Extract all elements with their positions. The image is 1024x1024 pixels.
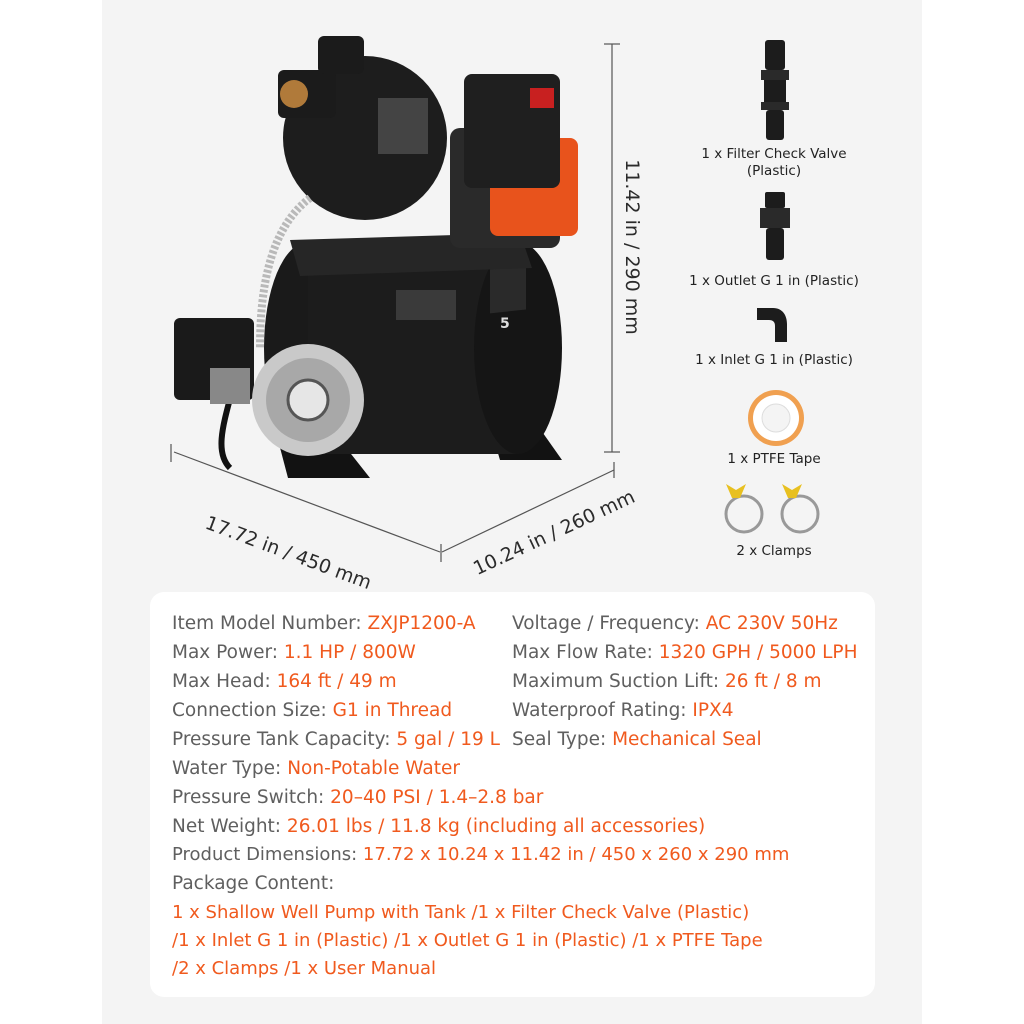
dimension-lines [170,43,620,562]
hose-clamp-icon [724,484,820,534]
spec-head: Max Head: 164 ft / 49 m [172,671,397,692]
inlet-elbow-icon [757,308,787,342]
outlet-fitting-icon [760,192,790,260]
spec-card: Item Model Number: ZXJP1200-A Max Power:… [150,592,875,997]
height-dimension-label: 11.42 in / 290 mm [621,159,643,335]
pump-illustration: 5 [174,36,578,478]
spec-model: Item Model Number: ZXJP1200-A [172,613,476,634]
package-line-1: 1 x Shallow Well Pump with Tank /1 x Fil… [172,902,750,923]
spec-water-type: Water Type: Non-Potable Water [172,758,460,779]
spec-flow-rate: Max Flow Rate: 1320 GPH / 5000 LPH [512,642,858,663]
accessory-label-ptfe-tape: 1 x PTFE Tape [727,451,821,467]
spec-pressure-switch: Pressure Switch: 20–40 PSI / 1.4–2.8 bar [172,787,544,808]
ptfe-tape-icon [748,390,804,446]
accessory-label-inlet: 1 x Inlet G 1 in (Plastic) [695,352,853,368]
spec-tank-capacity: Pressure Tank Capacity: 5 gal / 19 L [172,729,500,750]
spec-suction-lift: Maximum Suction Lift: 26 ft / 8 m [512,671,822,692]
accessory-label-outlet: 1 x Outlet G 1 in (Plastic) [689,273,859,289]
spec-power: Max Power: 1.1 HP / 800W [172,642,416,663]
svg-text:5: 5 [500,316,510,332]
package-content-title: Package Content: [172,873,335,894]
filter-check-valve-icon [761,40,789,140]
spec-waterproof: Waterproof Rating: IPX4 [512,700,734,721]
package-line-2: /1 x Inlet G 1 in (Plastic) /1 x Outlet … [172,930,763,951]
spec-dimensions: Product Dimensions: 17.72 x 10.24 x 11.4… [172,844,790,865]
spec-voltage: Voltage / Frequency: AC 230V 50Hz [512,613,838,634]
accessory-label-filter-check-valve: 1 x Filter Check Valve (Plastic) [701,146,847,179]
accessory-label-clamps: 2 x Clamps [736,543,812,559]
spec-connection: Connection Size: G1 in Thread [172,700,453,721]
package-line-3: /2 x Clamps /1 x User Manual [172,958,437,979]
spec-net-weight: Net Weight: 26.01 lbs / 11.8 kg (includi… [172,816,706,837]
spec-seal-type: Seal Type: Mechanical Seal [512,729,762,750]
